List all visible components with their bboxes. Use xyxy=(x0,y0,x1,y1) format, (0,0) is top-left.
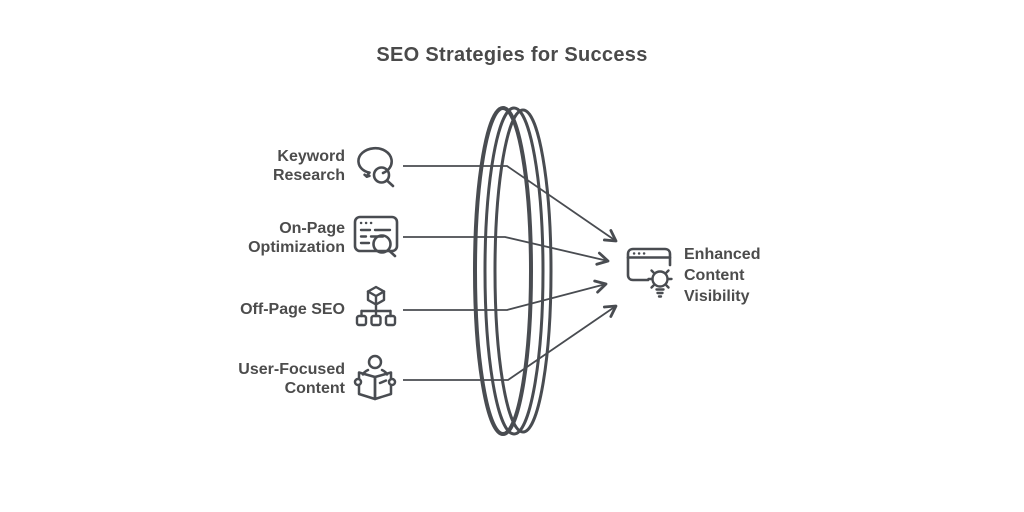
label-line: On-Page xyxy=(279,220,345,237)
arrow-user-focused-content xyxy=(403,304,618,381)
label-line: Visibility xyxy=(684,288,750,305)
label-line: Off-Page SEO xyxy=(240,301,345,318)
person-reading-icon xyxy=(349,353,401,405)
label-line: Content xyxy=(284,380,345,397)
arrow-on-page-optimization xyxy=(403,236,610,266)
arrow-keyword-research xyxy=(403,165,618,243)
lens-shape xyxy=(473,106,553,436)
label-line: Research xyxy=(272,167,345,184)
label-user-focused-content: User-Focused Content xyxy=(185,360,345,398)
webpage-search-icon xyxy=(350,209,402,261)
label-line: Content xyxy=(684,267,745,284)
label-line: Enhanced xyxy=(684,246,761,263)
label-line: Keyword xyxy=(277,148,345,165)
label-keyword-research: Keyword Research xyxy=(185,147,345,185)
webpage-lightbulb-icon xyxy=(624,243,682,305)
connector-arrows xyxy=(403,165,618,381)
page-title: SEO Strategies for Success xyxy=(376,44,648,66)
label-off-page-seo: Off-Page SEO xyxy=(185,300,345,319)
label-line: User-Focused xyxy=(238,361,345,378)
label-enhanced-content-visibility: Enhanced Content Visibility xyxy=(684,244,804,307)
label-line: Optimization xyxy=(248,239,345,256)
label-on-page-optimization: On-Page Optimization xyxy=(185,219,345,257)
cube-sitemap-icon xyxy=(352,284,400,332)
arrow-off-page-seo xyxy=(403,279,608,311)
chat-search-icon xyxy=(350,141,400,191)
